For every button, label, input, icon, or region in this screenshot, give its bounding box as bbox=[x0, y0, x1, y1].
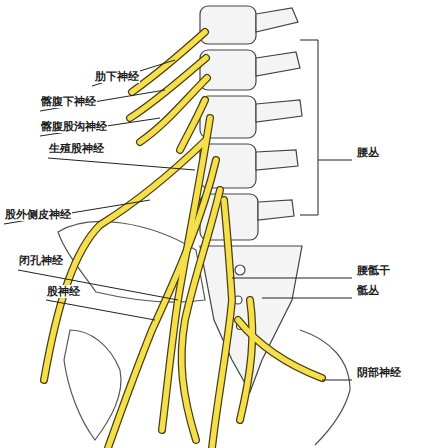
nerve-label: 腰骶干 bbox=[356, 264, 391, 277]
nerve-label: 腰丛 bbox=[356, 146, 380, 159]
pelvis-rim bbox=[300, 330, 350, 445]
hip-bone bbox=[64, 330, 121, 440]
leader-line bbox=[4, 40, 352, 380]
nerve-label: 髂腹股沟神经 bbox=[40, 120, 108, 133]
transverse-process bbox=[256, 52, 300, 76]
transverse-process bbox=[258, 200, 294, 220]
nerve-label: 闭孔神经 bbox=[18, 254, 64, 267]
nerve-label: 肋下神经 bbox=[94, 70, 140, 83]
transverse-process bbox=[256, 8, 298, 32]
transverse-process bbox=[256, 100, 302, 122]
nerve-label: 股神经 bbox=[46, 285, 81, 298]
vertebra bbox=[200, 6, 256, 44]
nerve-label: 阴部神经 bbox=[356, 366, 402, 379]
nerve-label: 骶丛 bbox=[356, 284, 380, 297]
transverse-process bbox=[256, 150, 298, 170]
nerve-label: 股外侧皮神经 bbox=[4, 208, 72, 221]
nerve-label: 髂腹下神经 bbox=[40, 95, 97, 108]
nerve-label: 生殖股神经 bbox=[48, 142, 105, 155]
